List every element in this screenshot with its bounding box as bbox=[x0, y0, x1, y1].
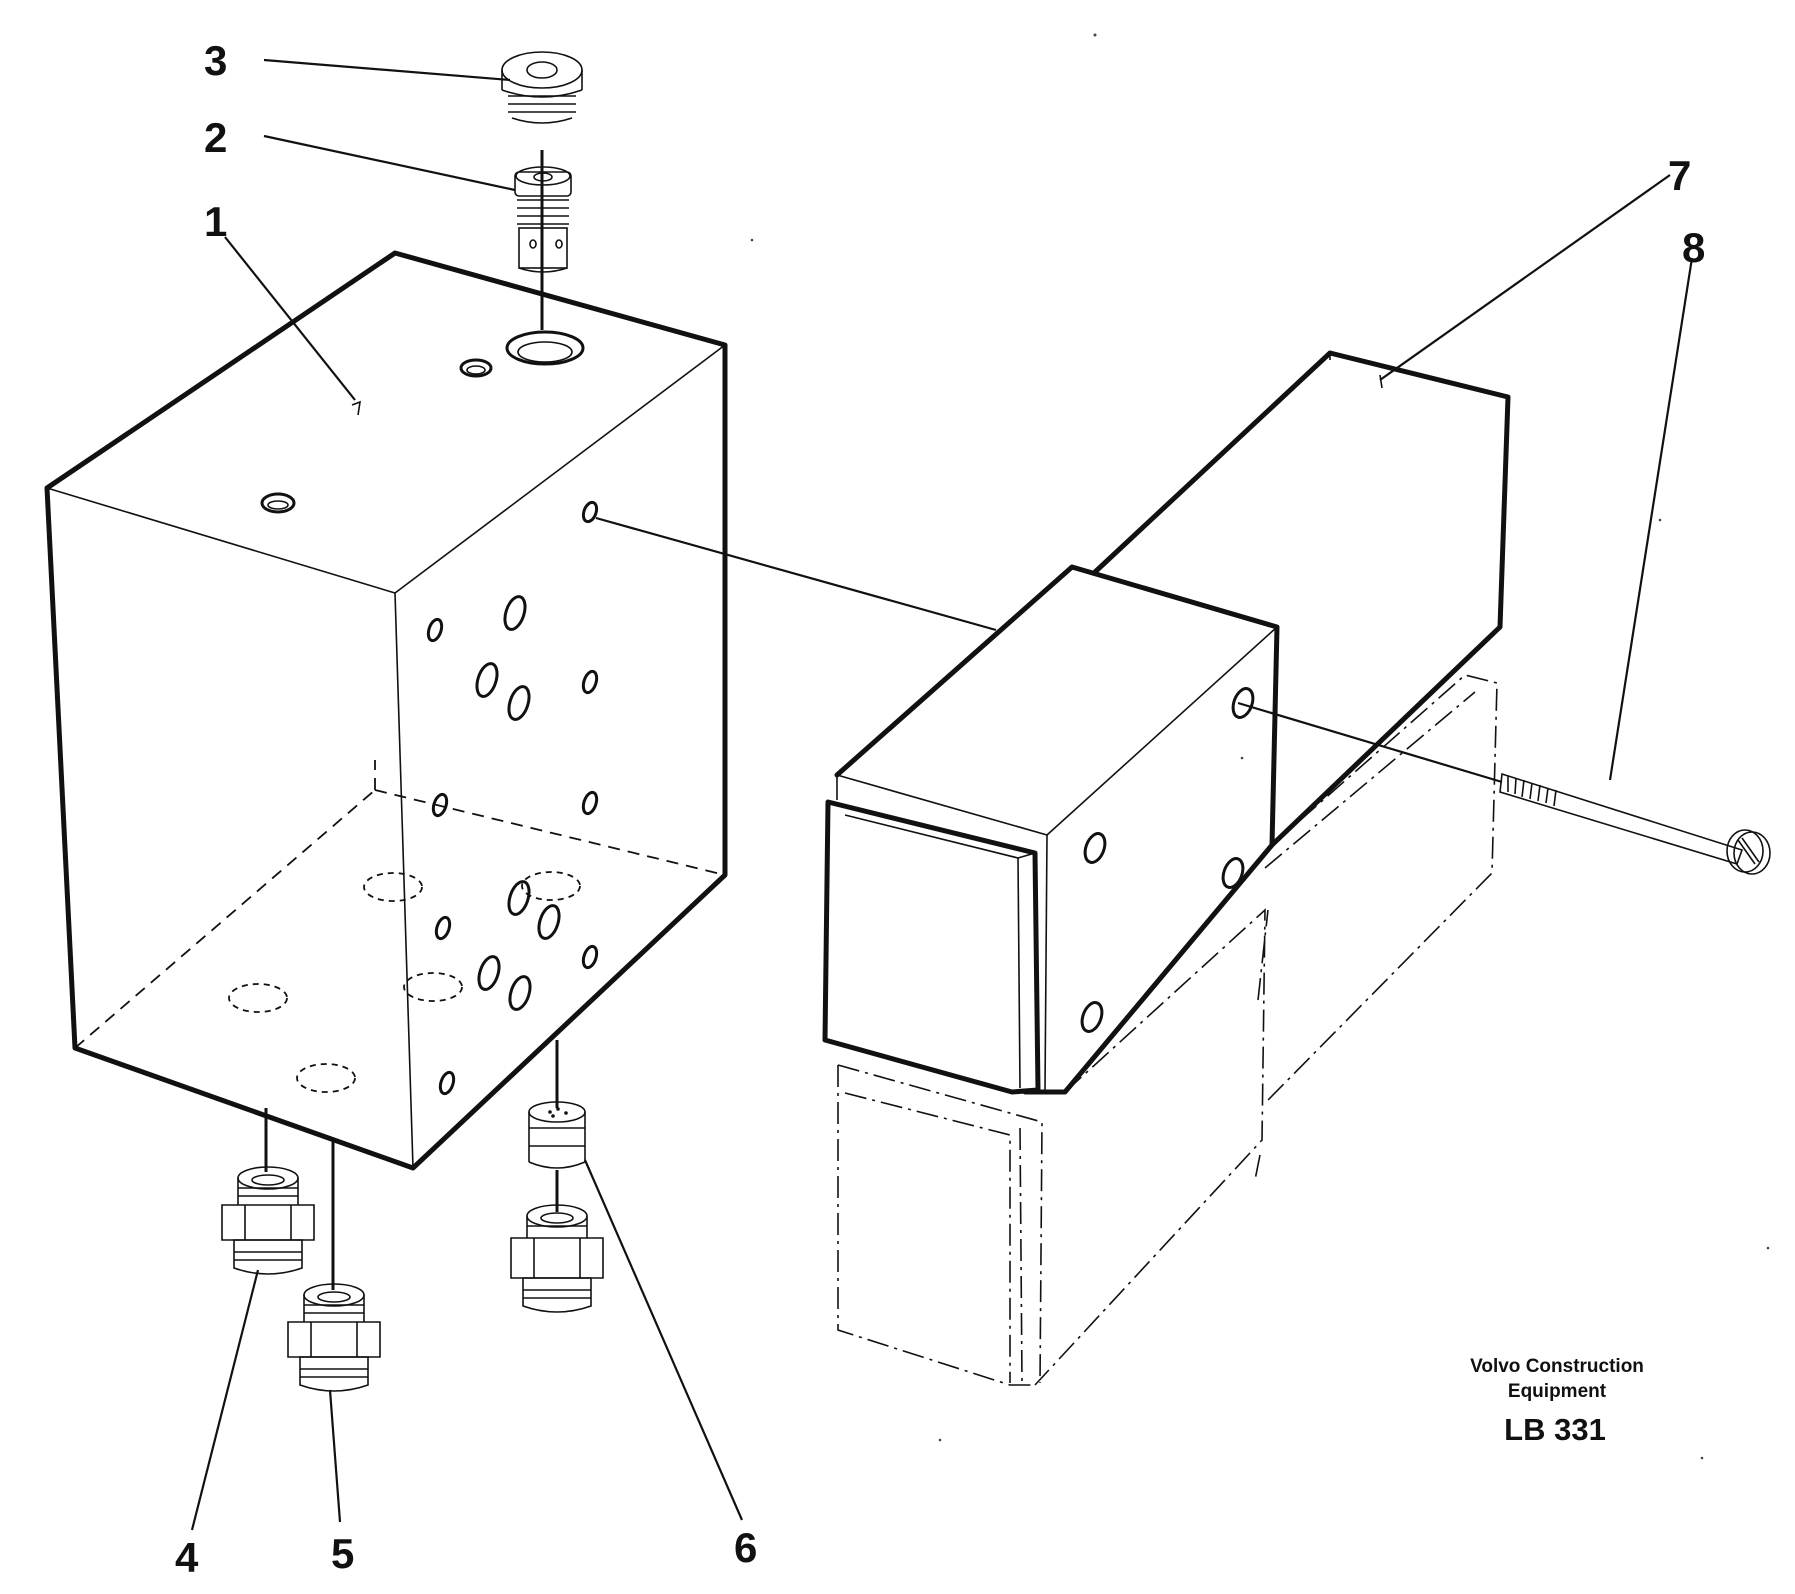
callout-3: 3 bbox=[204, 37, 227, 84]
callout-numbers: 3 2 1 7 8 4 5 6 bbox=[175, 37, 1705, 1581]
leader-lines bbox=[190, 58, 1694, 1531]
valve-block-part-1 bbox=[44, 250, 728, 1171]
caption-company: Volvo Construction bbox=[1470, 1356, 1644, 1377]
solenoid-valve-part-7 bbox=[822, 350, 1511, 1095]
caption-subtitle: Equipment bbox=[1508, 1381, 1607, 1402]
bolt-part-8 bbox=[1237, 701, 1771, 875]
caption-block: Volvo Construction Equipment LB 331 bbox=[1470, 1356, 1644, 1447]
callout-1: 1 bbox=[204, 198, 227, 245]
callout-2: 2 bbox=[204, 114, 227, 161]
fitting-part-5 bbox=[287, 1140, 381, 1392]
plug-part-3 bbox=[501, 51, 583, 124]
fitting-part-4 bbox=[221, 1108, 315, 1275]
scan-specks bbox=[750, 33, 1770, 1460]
cartridge-part-2 bbox=[514, 150, 572, 330]
callout-7: 7 bbox=[1668, 152, 1691, 199]
callout-6: 6 bbox=[734, 1524, 757, 1571]
fitting-below-part-6 bbox=[510, 1170, 604, 1313]
filter-part-6 bbox=[528, 1040, 586, 1169]
caption-drawing-code: LB 331 bbox=[1504, 1412, 1606, 1447]
phantom-stacked-units bbox=[837, 674, 1498, 1386]
callout-4: 4 bbox=[175, 1534, 199, 1581]
assembly-line bbox=[595, 516, 997, 632]
callout-8: 8 bbox=[1682, 224, 1705, 271]
callout-5: 5 bbox=[331, 1530, 354, 1577]
